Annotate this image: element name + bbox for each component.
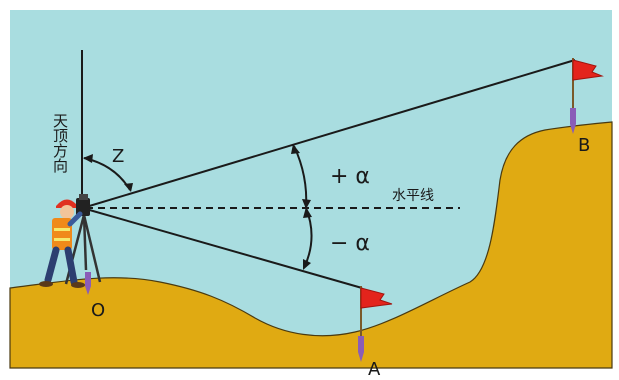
flag-b	[570, 58, 604, 134]
minus-alpha-label: − α	[330, 231, 370, 256]
minus-alpha-arrowhead-bottom	[303, 259, 311, 270]
sight-line-a	[85, 208, 363, 289]
zenith-angle-label: Z	[112, 146, 124, 167]
zenith-arc-arrowhead-bottom	[124, 183, 133, 192]
point-o-label: O	[91, 300, 105, 321]
plus-alpha-arrowhead-top	[291, 144, 300, 154]
minus-alpha-arrowhead-top	[303, 207, 312, 218]
plus-alpha-arrowhead-bottom	[302, 199, 311, 209]
sight-line-b	[85, 59, 576, 208]
horizontal-line-label: 水平线	[392, 188, 434, 204]
surveyor	[39, 199, 85, 288]
theodolite-tripod	[64, 194, 102, 285]
stake-o	[85, 272, 91, 295]
ground-terrain	[9, 121, 613, 369]
flag-a	[358, 286, 393, 362]
point-b-label: B	[578, 135, 590, 156]
point-a-label: A	[368, 359, 381, 380]
zenith-direction-label: 天顶方向	[51, 113, 69, 173]
zenith-arc-arrowhead-top	[83, 154, 93, 163]
plus-alpha-label: + α	[330, 164, 370, 189]
